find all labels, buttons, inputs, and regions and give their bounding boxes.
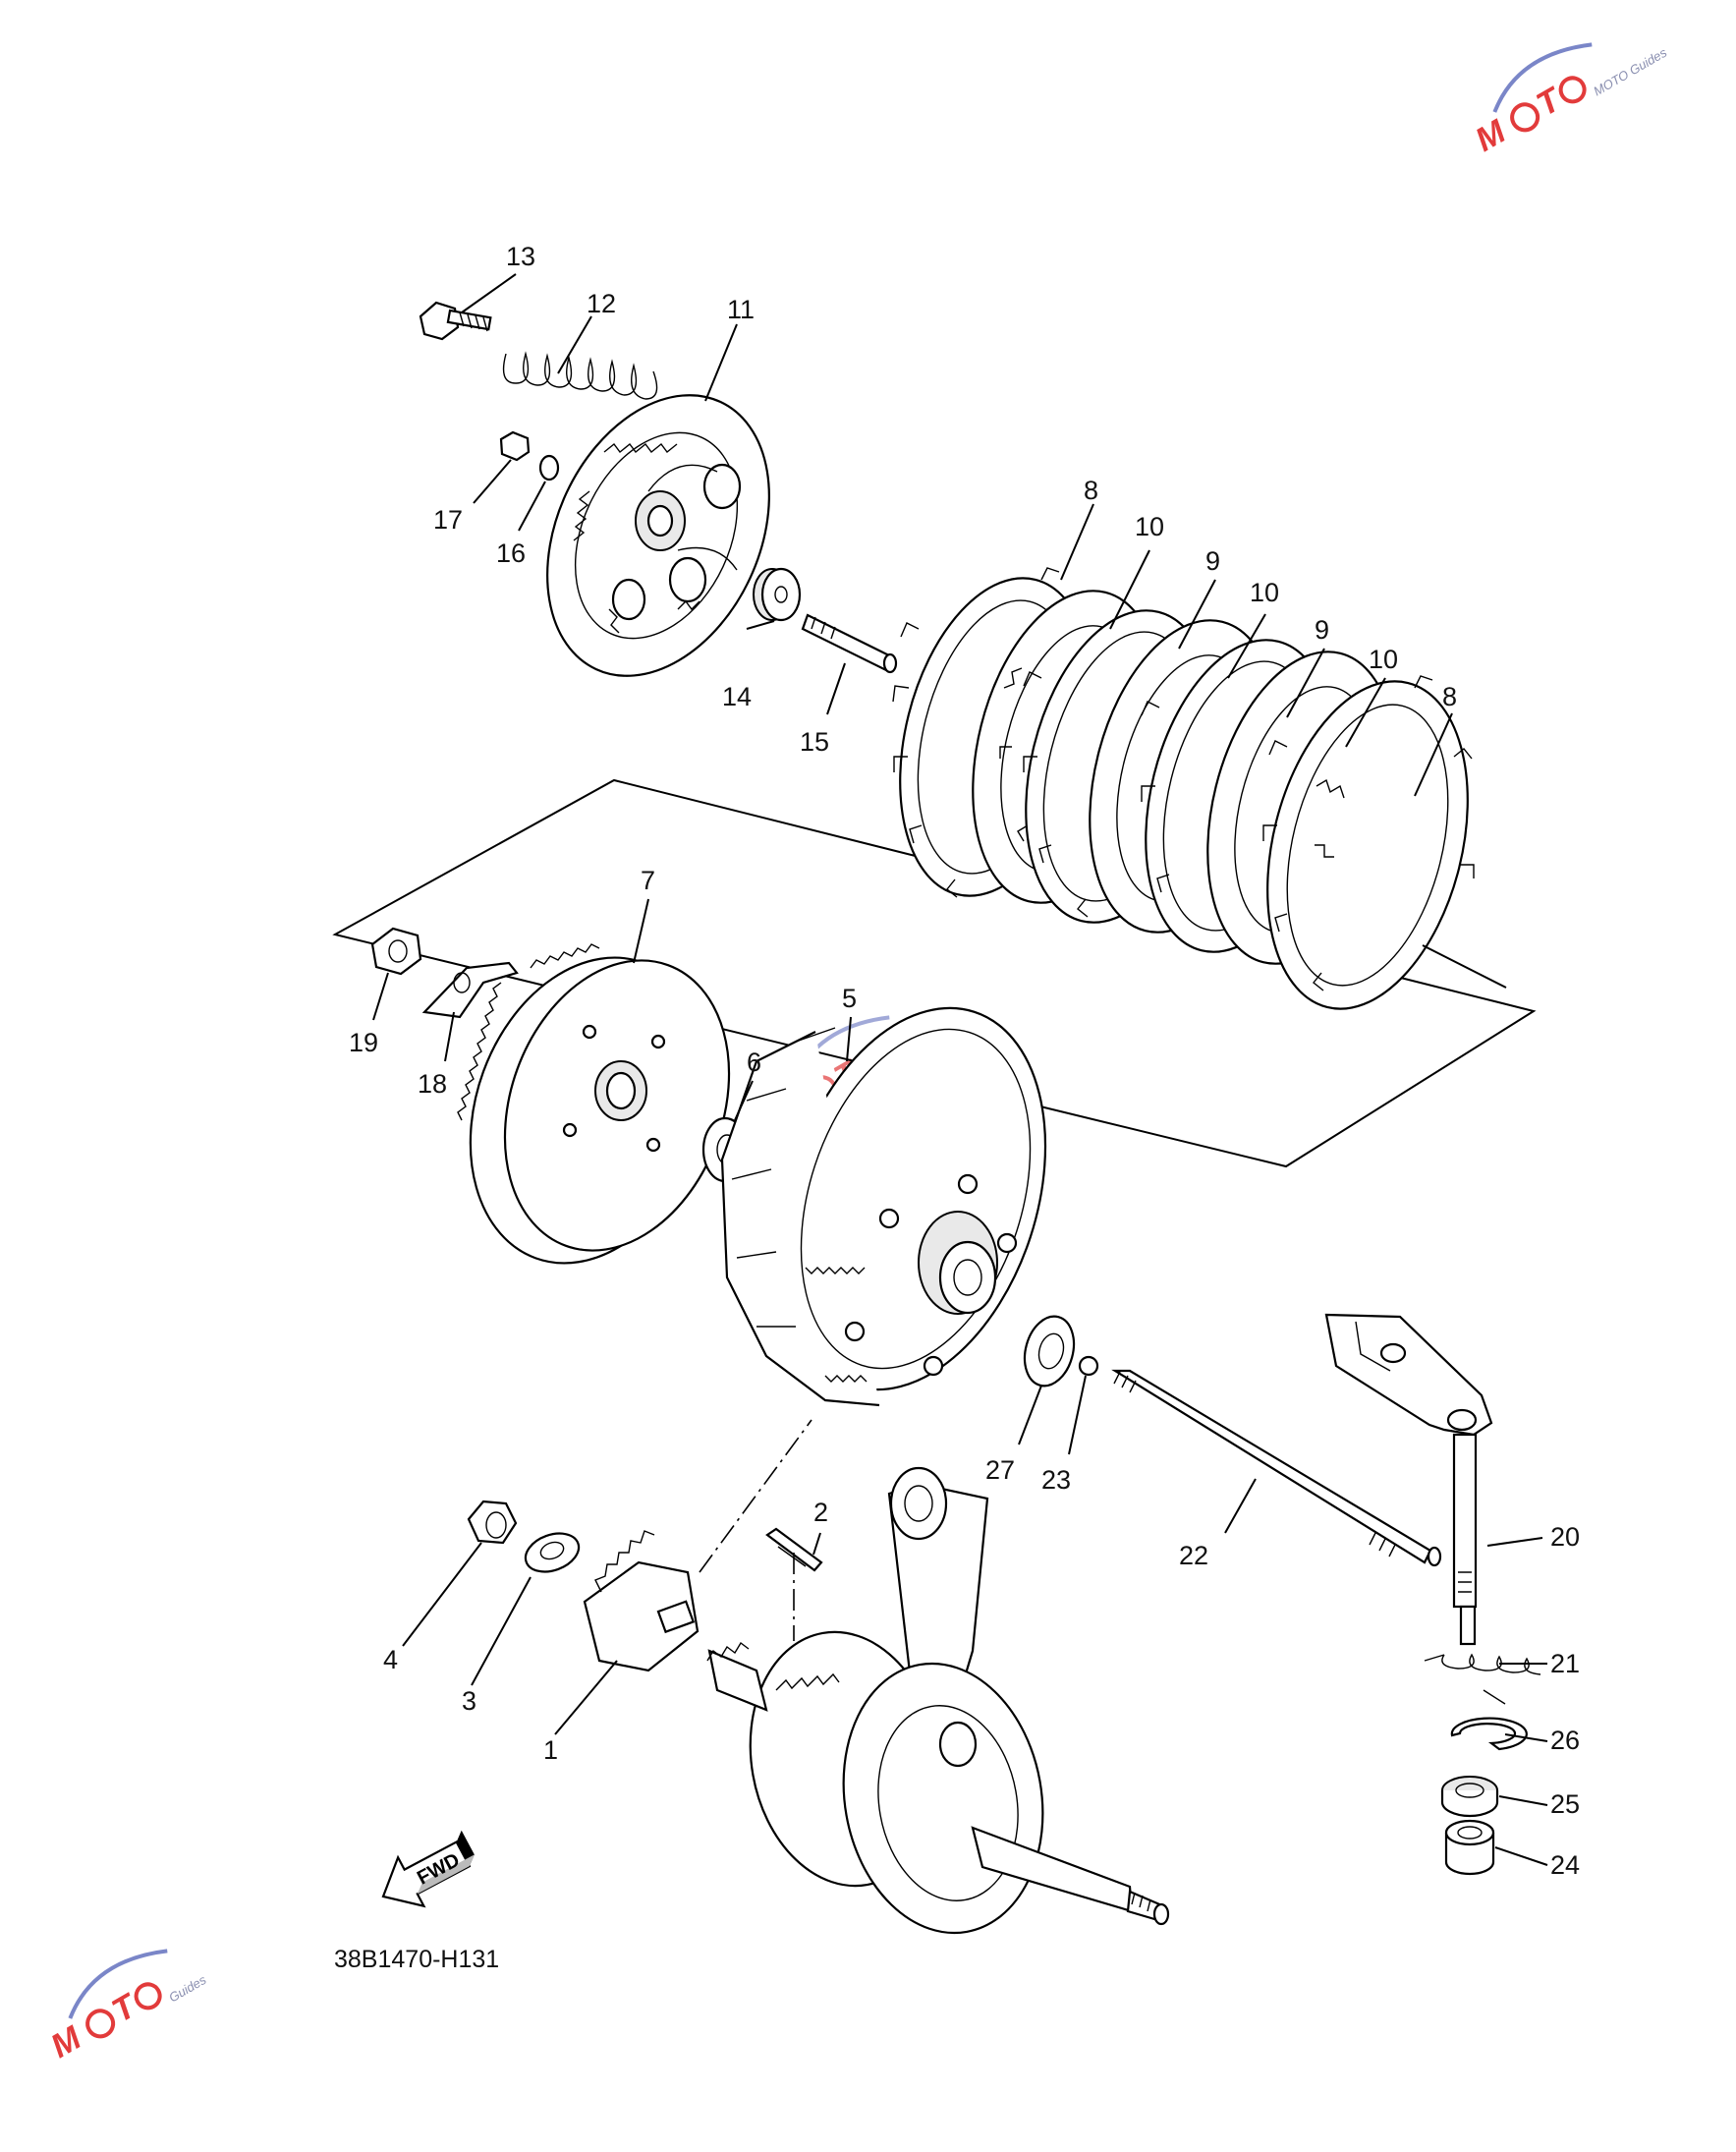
nut-4: [467, 1500, 518, 1545]
callout-25: 25: [1550, 1789, 1580, 1819]
watermark-bottom-left: M T Guides: [44, 1949, 209, 2066]
leader-lines: [372, 273, 1548, 1866]
push-rod-15: [801, 613, 898, 674]
spring-12: [502, 351, 658, 400]
lock-washer-18: [421, 961, 519, 1019]
callout-10-c: 10: [1369, 645, 1398, 674]
pressure-plate-11: [546, 394, 770, 677]
axis-line-1: [699, 1419, 812, 1573]
bolt-13: [419, 301, 492, 341]
key-2: [765, 1527, 823, 1572]
spring-21: [1424, 1653, 1541, 1705]
callout-26: 26: [1550, 1726, 1580, 1755]
watermark-top-right: M T MOTO Guides: [1469, 42, 1670, 159]
crankshaft: [706, 1466, 1170, 1935]
callout-10-b: 10: [1250, 578, 1279, 607]
svg-text:M: M: [44, 2019, 87, 2066]
callout-20: 20: [1550, 1522, 1580, 1552]
push-rod-22: [1111, 1369, 1442, 1567]
drive-gear-1: [583, 1530, 700, 1672]
callout-24: 24: [1550, 1850, 1580, 1880]
callout-6: 6: [747, 1048, 761, 1077]
fwd-arrow: FWD: [381, 1830, 475, 1908]
callout-8-front: 8: [1442, 682, 1457, 711]
callout-5: 5: [842, 984, 857, 1013]
washer-16: [538, 454, 560, 481]
callout-8-rear: 8: [1084, 476, 1098, 505]
callout-13: 13: [506, 242, 535, 271]
clutch-housing-5: [720, 1006, 1047, 1407]
washer-3: [524, 1532, 581, 1573]
callout-12: 12: [587, 289, 616, 318]
callout-18: 18: [418, 1069, 447, 1099]
circlip-26: [1450, 1717, 1528, 1751]
callout-14: 14: [722, 682, 752, 711]
diagram-code: 38B1470-H131: [334, 1946, 499, 1973]
push-lever-20: [1324, 1313, 1493, 1646]
friction-plate-8-front: [1262, 675, 1475, 1010]
callout-17: 17: [433, 505, 463, 535]
callout-9-b: 9: [1315, 615, 1329, 645]
thrust-washer-27: [1023, 1315, 1076, 1387]
nut-17: [499, 430, 531, 462]
callout-7: 7: [641, 866, 655, 895]
watermark-label: MOTO Guides: [1591, 45, 1669, 99]
primary-gear-7: [457, 943, 731, 1265]
nut-19: [370, 927, 422, 976]
collar-14: [753, 567, 802, 622]
callout-11: 11: [727, 295, 755, 324]
callout-21: 21: [1550, 1649, 1580, 1678]
svg-text:Guides: Guides: [166, 1972, 209, 2006]
callout-10-a: 10: [1135, 512, 1164, 541]
callout-22: 22: [1179, 1541, 1208, 1570]
oil-seal-25: [1440, 1776, 1499, 1818]
bearing-24: [1444, 1819, 1495, 1876]
callout-19: 19: [349, 1028, 378, 1057]
callout-4: 4: [383, 1645, 398, 1674]
callout-23: 23: [1041, 1465, 1071, 1495]
callout-1: 1: [543, 1735, 558, 1765]
callout-2: 2: [813, 1498, 828, 1527]
callout-labels: 13 12 11 17 16 14 15 8 10 9 10 9 10 8 7 …: [349, 242, 1580, 1880]
callout-3: 3: [462, 1686, 476, 1716]
ball-23: [1078, 1355, 1099, 1377]
svg-text:M: M: [1469, 113, 1512, 159]
callout-9-a: 9: [1205, 546, 1220, 576]
callout-16: 16: [496, 538, 526, 568]
callout-15: 15: [800, 727, 829, 757]
callout-27: 27: [985, 1455, 1015, 1485]
